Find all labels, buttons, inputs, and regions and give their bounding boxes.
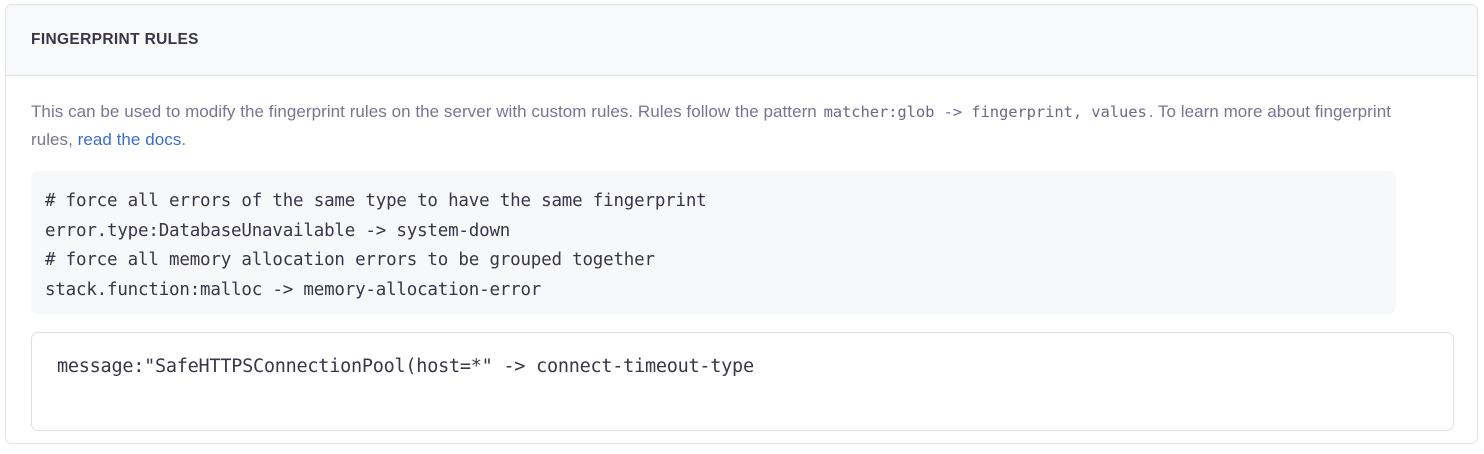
example-rules-code-block: # force all errors of the same type to h…: [31, 171, 1396, 314]
panel-body: This can be used to modify the fingerpri…: [6, 76, 1477, 431]
fingerprint-rules-input[interactable]: [31, 331, 1454, 431]
description-text-part2: . To learn more about fingerprint rules,: [31, 102, 1391, 149]
fingerprint-rules-panel: FINGERPRINT RULES This can be used to mo…: [5, 4, 1478, 444]
read-the-docs-link[interactable]: read the docs: [77, 130, 182, 149]
description-text-part3: .: [181, 130, 187, 149]
inline-code-pattern: matcher:glob -> fingerprint, values: [823, 103, 1147, 121]
description-text-part1: This can be used to modify the fingerpri…: [31, 102, 822, 121]
panel-description: This can be used to modify the fingerpri…: [31, 98, 1391, 153]
panel-header: FINGERPRINT RULES: [6, 5, 1477, 76]
page-title: FINGERPRINT RULES: [31, 31, 199, 49]
